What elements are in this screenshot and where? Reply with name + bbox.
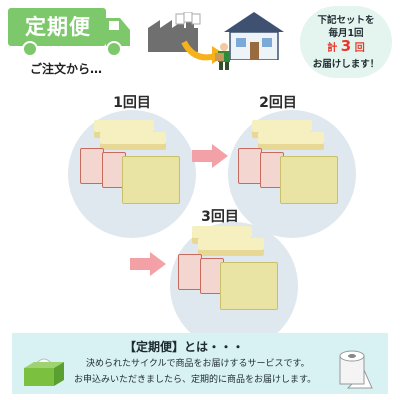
bubble-count: 計 3 回 bbox=[300, 37, 392, 55]
house-icon bbox=[224, 12, 284, 60]
arrow-right-icon bbox=[130, 252, 166, 276]
round-1-label: 1回目 bbox=[113, 95, 151, 111]
arrow-right-icon bbox=[192, 144, 228, 168]
delivery-truck-icon bbox=[8, 8, 130, 57]
info-panel bbox=[12, 333, 388, 394]
count-prefix: 計 bbox=[327, 43, 338, 54]
round-2-label: 2回目 bbox=[259, 95, 297, 111]
truck-title: 定期便 bbox=[25, 15, 91, 39]
bubble-line-2: 毎月1回 bbox=[328, 28, 364, 39]
round-1-products-image bbox=[80, 120, 184, 204]
info-bubble bbox=[300, 6, 392, 78]
count-suffix: 回 bbox=[354, 43, 365, 54]
bubble-line-4: お届けします！ bbox=[312, 59, 380, 70]
round-3-products-image bbox=[178, 226, 282, 310]
delivery-person-icon bbox=[215, 43, 230, 70]
info-line-1: 決められたサイクルで商品をお届けするサービスです。 bbox=[86, 359, 310, 369]
order-text: ご注文から… bbox=[30, 62, 103, 76]
bubble-line-1: 下記セットを bbox=[317, 15, 375, 26]
toilet-roll-icon bbox=[339, 350, 373, 389]
info-title: 【定期便】とは・・・ bbox=[124, 340, 245, 354]
tissue-box-icon bbox=[24, 358, 64, 386]
round-2-products-image bbox=[238, 120, 342, 204]
info-line-2: お申込みいただきましたら、定期的に商品をお届けします。 bbox=[74, 375, 317, 385]
round-3-label: 3回目 bbox=[201, 209, 239, 225]
count-number: 3 bbox=[340, 37, 352, 55]
